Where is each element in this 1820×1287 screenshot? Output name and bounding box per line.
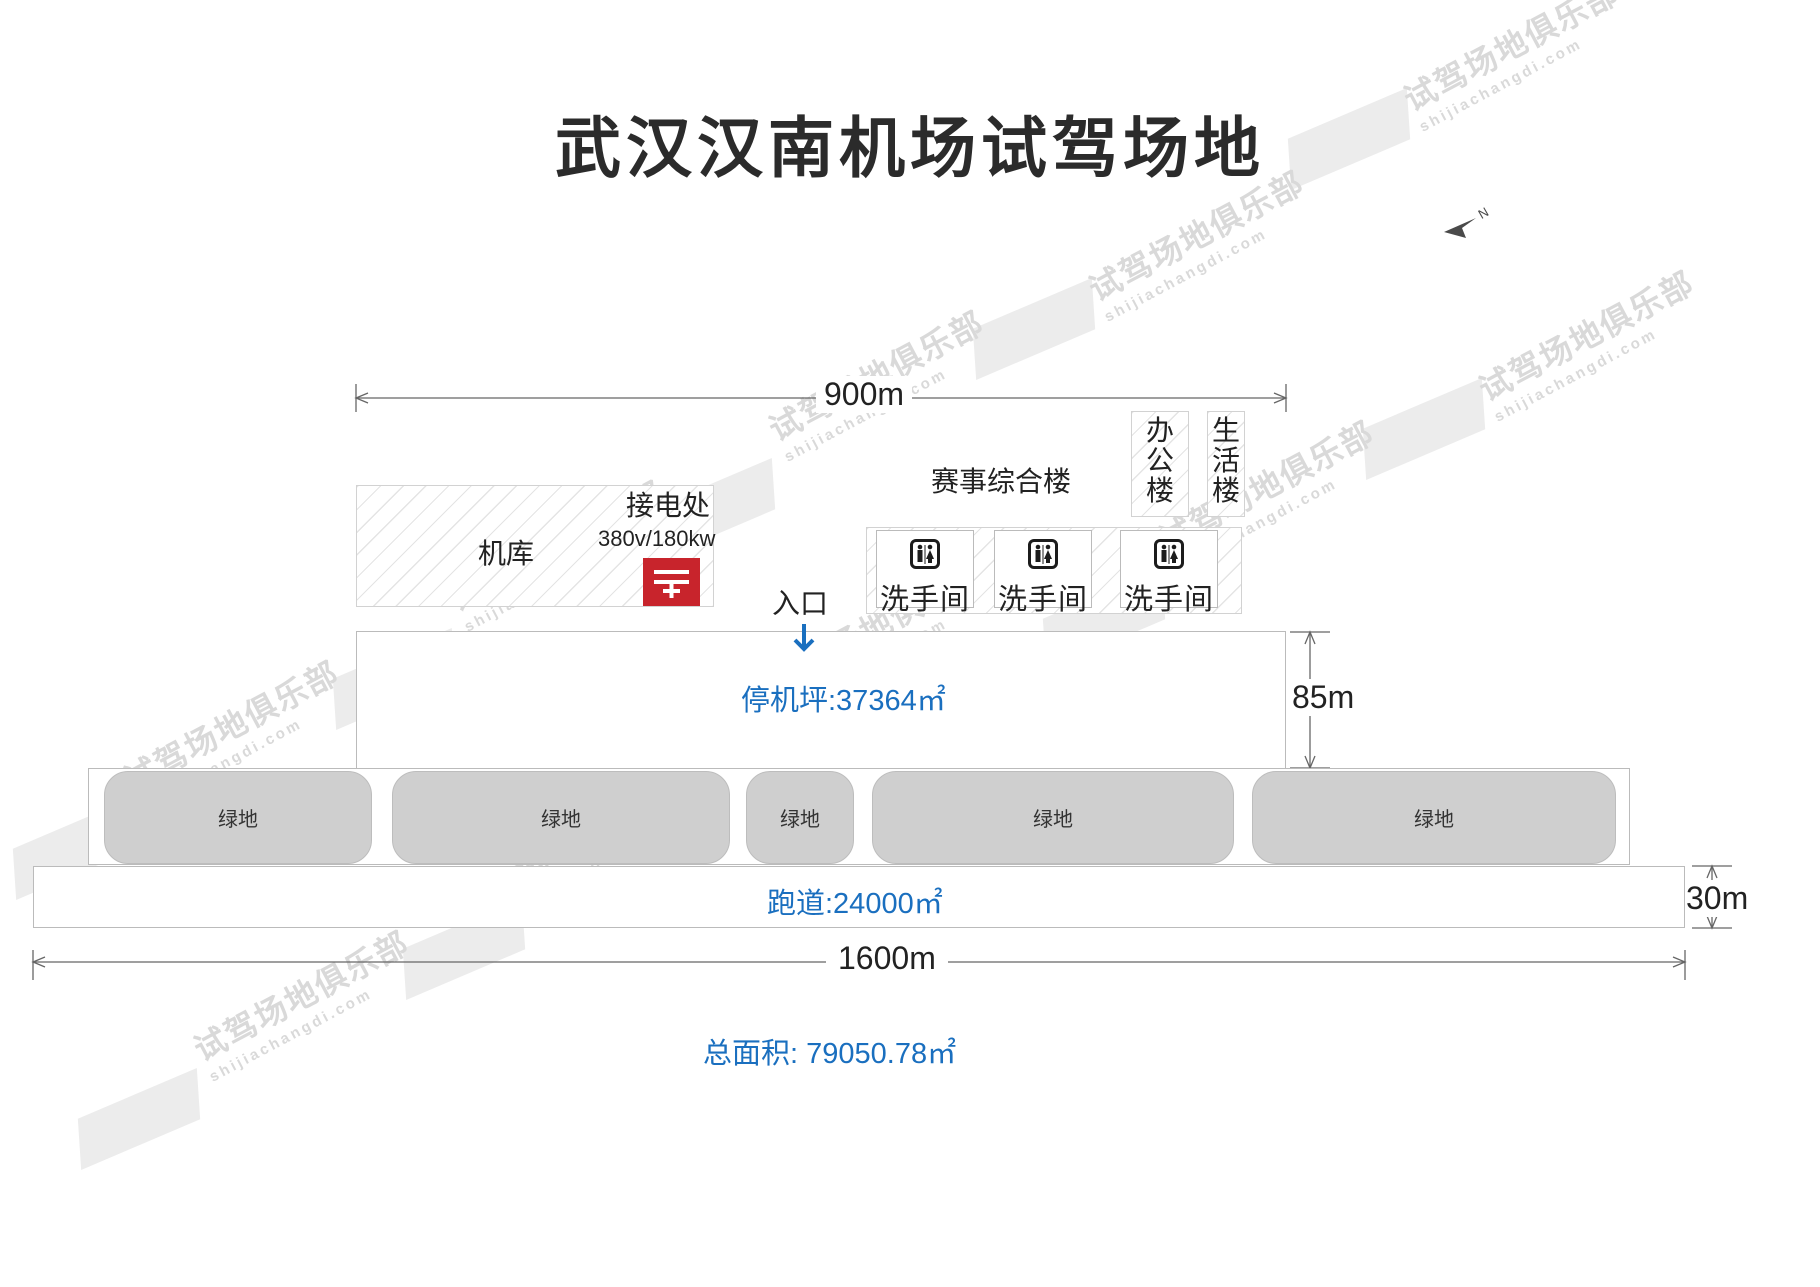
dimension-top-width: 900m	[816, 376, 913, 413]
green-area: 绿地	[1252, 771, 1616, 864]
apron-label: 停机坪:37364㎡	[741, 685, 946, 717]
power-outlet-icon	[643, 558, 700, 606]
green-area: 绿地	[872, 771, 1234, 864]
restroom-label: 洗手间	[1123, 584, 1214, 616]
event-building-label: 赛事综合楼	[931, 466, 1072, 497]
page-title: 武汉汉南机场试驾场地	[555, 111, 1265, 185]
restroom-label: 洗手间	[879, 584, 970, 616]
restroom-label: 洗手间	[997, 584, 1088, 616]
green-area: 绿地	[746, 771, 854, 864]
dimension-apron-depth: 85m	[1288, 679, 1359, 716]
runway-label: 跑道:24000㎡	[767, 888, 943, 920]
restroom-icon	[1154, 539, 1184, 569]
arrow-down-icon	[793, 624, 815, 652]
power-label: 接电处	[626, 490, 711, 521]
office-building-label: 办公楼	[1145, 415, 1174, 506]
restroom: 洗手间	[876, 530, 974, 616]
restroom-icon	[1028, 539, 1058, 569]
green-area: 绿地	[104, 771, 372, 864]
hangar-label: 机库	[478, 538, 535, 569]
green-area: 绿地	[392, 771, 730, 864]
entrance-label: 入口	[772, 588, 829, 619]
apron	[356, 631, 1286, 769]
power-spec: 380v/180kw	[598, 526, 716, 551]
total-area: 总面积: 79050.78㎡	[703, 1038, 957, 1070]
restroom-icon	[910, 539, 940, 569]
dormitory-building	[1207, 411, 1245, 517]
north-arrow-icon: N	[1444, 204, 1491, 238]
dormitory-building-label: 生活楼	[1211, 415, 1240, 506]
dimension-runway-depth: 30m	[1684, 880, 1751, 917]
restroom: 洗手间	[1120, 530, 1218, 616]
restroom: 洗手间	[994, 530, 1092, 616]
runway	[33, 866, 1685, 928]
dimension-total-length: 1600m	[826, 940, 948, 977]
office-building	[1131, 411, 1189, 517]
